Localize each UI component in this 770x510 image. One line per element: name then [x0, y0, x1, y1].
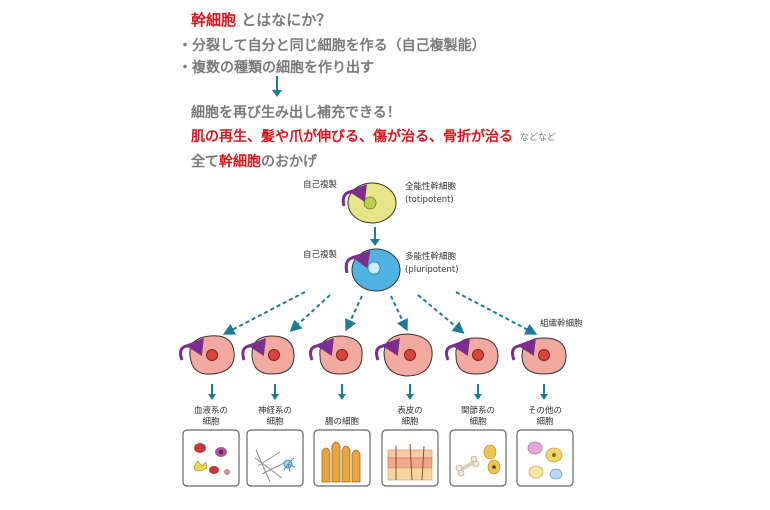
category-blood-line2: 細胞: [202, 416, 220, 427]
closing-post: のおかげ: [261, 154, 317, 170]
title: 幹細胞 とはなにか？: [191, 9, 331, 30]
category-boxes: [182, 429, 574, 487]
category-joint-line1: 関節系の: [460, 406, 495, 416]
totipotent-cell: [347, 182, 397, 224]
category-nerve-line2: 細胞: [266, 416, 284, 427]
tissue-stem-cell-blood: [179, 335, 235, 375]
down-arrow-intro: [272, 76, 282, 97]
category-other: その他の 細胞: [515, 406, 575, 427]
category-intestine: 腸の細胞: [312, 417, 372, 428]
other-cells-illustration: [527, 441, 563, 480]
tissue-stem-cell-nerve: [241, 335, 295, 375]
category-arrows: [208, 384, 548, 400]
tissue-stem-cell-joint: [445, 337, 499, 375]
bullet-self-renewal: ・分裂して自分と同じ細胞を作る（自己複製能）: [178, 38, 486, 54]
differentiation-arrows: [222, 291, 538, 335]
category-epidermis-line2: 細胞: [401, 416, 419, 427]
examples-text: 肌の再生、髪や爪が伸びる、傷が治る、骨折が治る: [191, 129, 513, 145]
title-rest: とはなにか？: [236, 11, 332, 29]
closing-red: 幹細胞: [219, 154, 261, 170]
category-joint-line2: 細胞: [469, 416, 487, 427]
closing-pre: 全て: [191, 154, 219, 170]
tissue-stem-cell-label: 組織幹細胞: [540, 319, 583, 329]
tissue-stem-cell-other: [511, 337, 567, 375]
self-renewal-label-pluripotent: 自己複製: [303, 250, 338, 260]
category-blood: 血液系の 細胞: [181, 406, 241, 427]
down-arrow-potency: [370, 227, 380, 246]
pluripotent-cell: [351, 248, 401, 292]
intestine-villi-illustration: [321, 441, 361, 483]
category-other-line1: その他の: [527, 406, 562, 416]
bullet-multi-type: ・複数の種類の細胞を作り出す: [178, 60, 374, 76]
neurons-illustration: [254, 449, 296, 483]
title-red: 幹細胞: [191, 11, 237, 29]
totipotent-label-en: (totipotent): [405, 195, 454, 205]
tissue-stem-cell-epidermis: [375, 333, 433, 377]
replenish-text: 細胞を再び生み出し補充できる！: [191, 105, 401, 121]
category-joint: 関節系の 細胞: [448, 406, 508, 427]
category-epidermis: 表皮の 細胞: [380, 406, 440, 427]
pluripotent-label-jp: 多能性幹細胞: [405, 252, 457, 262]
pluripotent-label-en: (pluripotent): [405, 265, 459, 275]
examples-etc: などなど: [520, 133, 556, 143]
epidermis-illustration: [387, 443, 433, 481]
closing-text: 全て幹細胞のおかげ: [191, 151, 317, 171]
joint-bone-illustration: [455, 444, 501, 477]
totipotent-label-jp: 全能性幹細胞: [405, 182, 457, 192]
category-epidermis-line1: 表皮の: [397, 406, 423, 416]
self-renewal-label-totipotent: 自己複製: [303, 180, 338, 190]
self-renewal-arrow-pluripotent: [344, 250, 371, 274]
category-other-line2: 細胞: [536, 416, 554, 427]
self-renewal-arrow-totipotent: [341, 184, 367, 207]
category-nerve: 神経系の 細胞: [245, 406, 305, 427]
blood-cells-illustration: [193, 443, 230, 475]
category-nerve-line1: 神経系の: [257, 406, 292, 416]
category-intestine-line1: 腸の細胞: [324, 417, 359, 427]
tissue-stem-cell-intestine: [309, 335, 363, 375]
category-blood-line1: 血液系の: [193, 406, 228, 416]
